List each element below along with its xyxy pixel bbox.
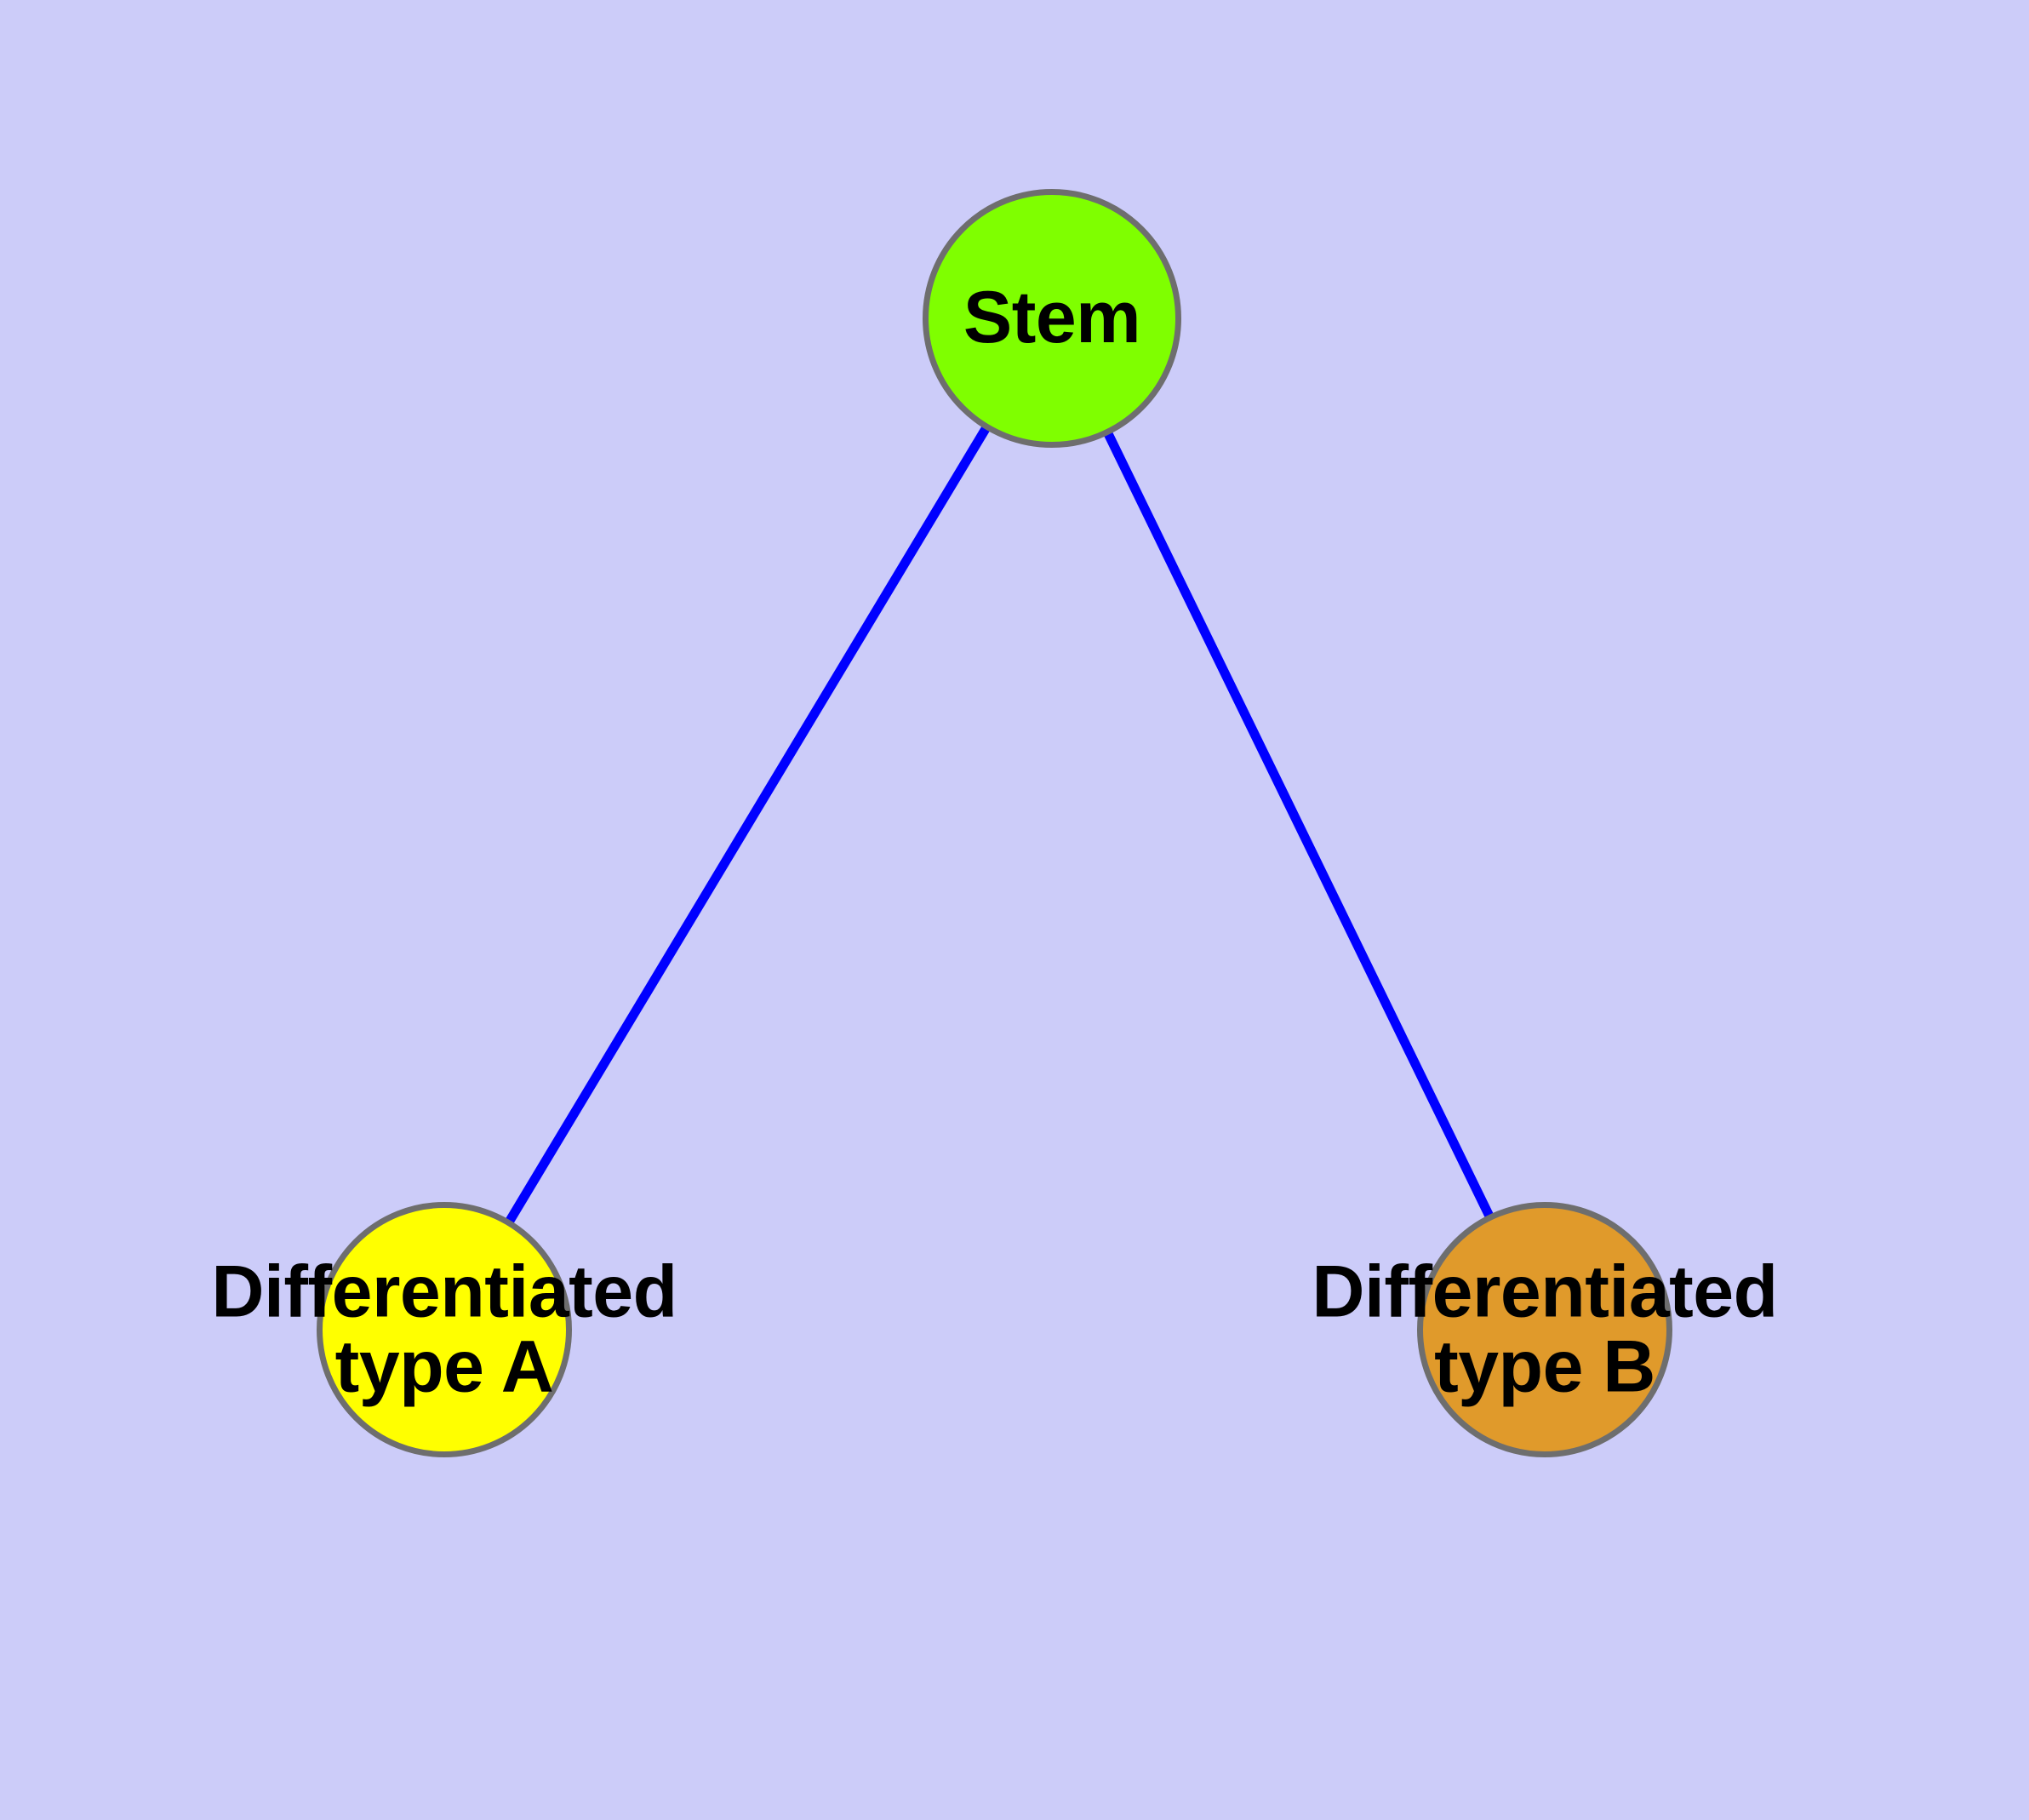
graph-edge[interactable]: [505, 425, 991, 1224]
graph-edge[interactable]: [1103, 431, 1495, 1219]
graph-node-stem[interactable]: [923, 189, 1181, 448]
edge-layer: [505, 425, 1495, 1224]
node-layer: [317, 189, 1672, 1457]
graph-node-diff-b[interactable]: [1417, 1202, 1672, 1457]
graph-node-diff-a[interactable]: [317, 1202, 572, 1457]
